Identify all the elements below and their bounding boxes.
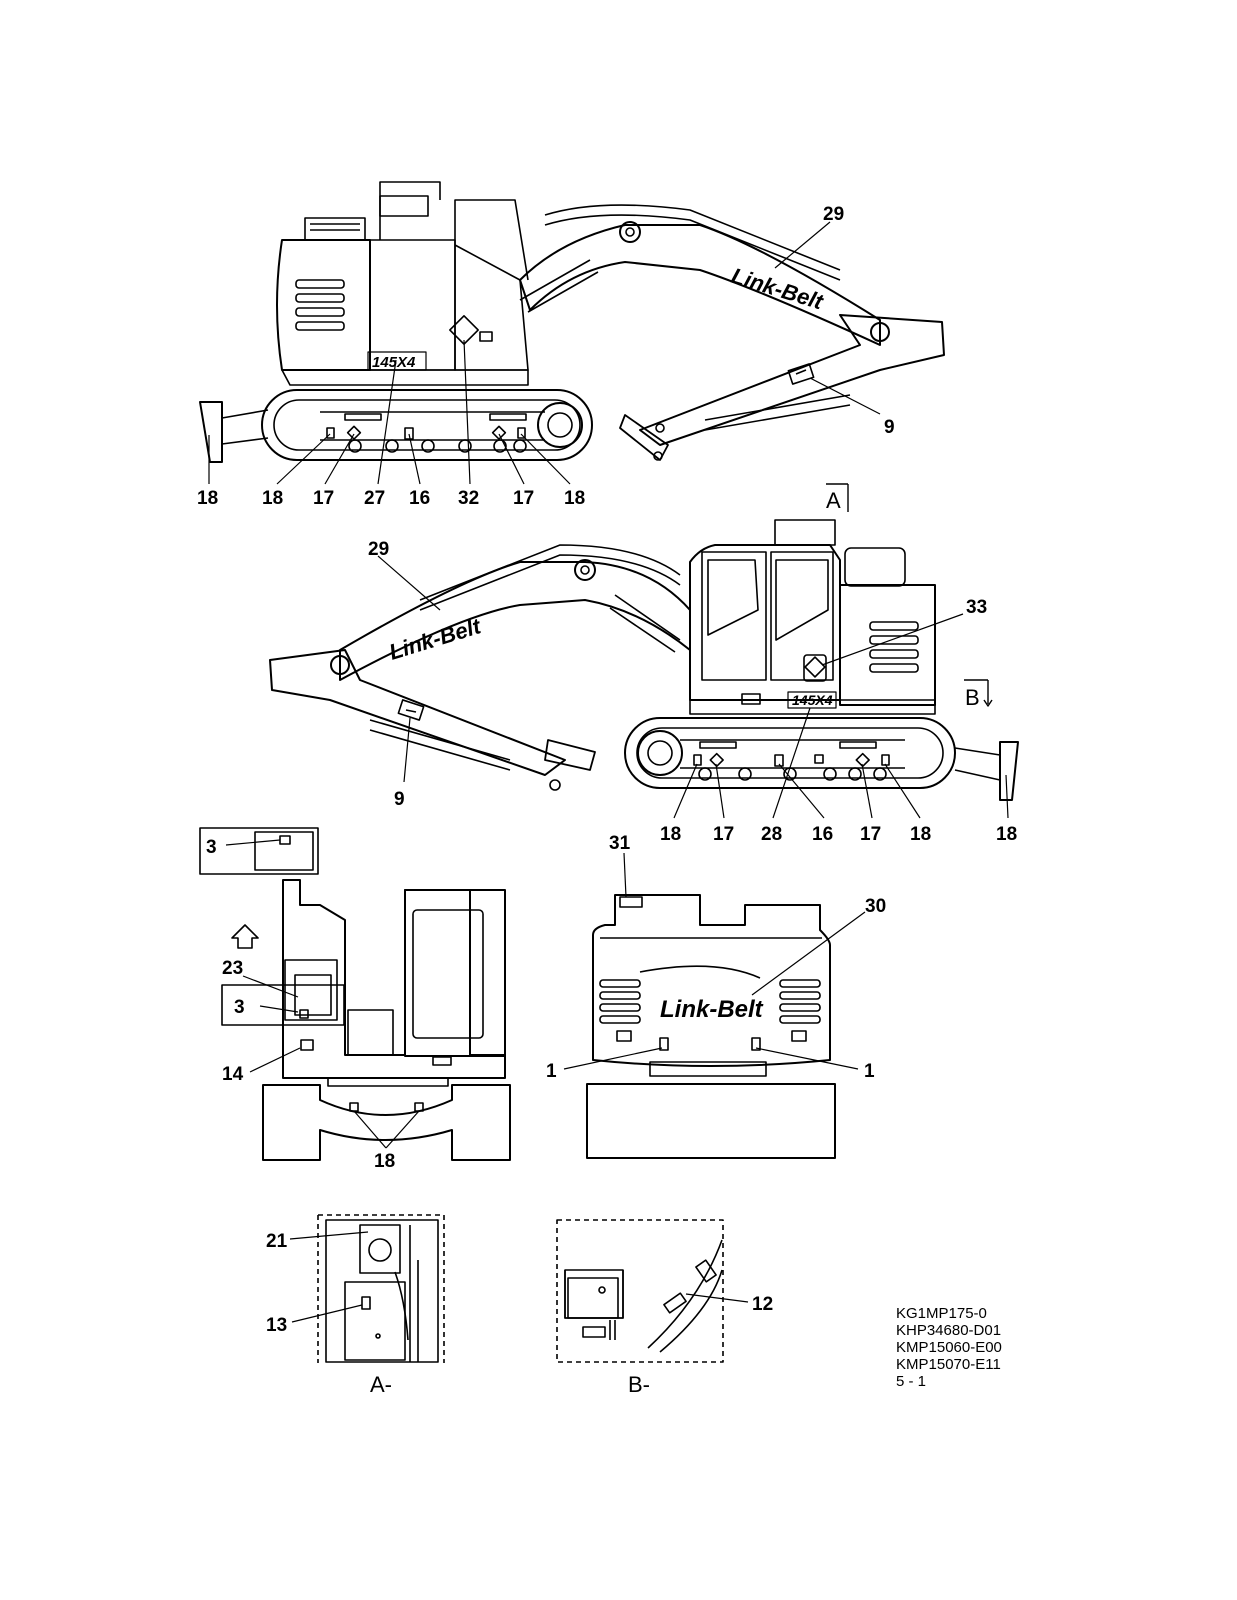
- callout-14: 14: [222, 1064, 244, 1085]
- callout-21: 21: [266, 1231, 288, 1252]
- callout-28: 28: [761, 824, 783, 845]
- callout-29: 29: [823, 204, 845, 225]
- model-badge-2: 145X4: [792, 692, 833, 708]
- callout-18: 18: [660, 824, 682, 845]
- callout-18: 18: [910, 824, 932, 845]
- reference-code: KHP34680-D01: [896, 1322, 1002, 1339]
- arm-left: [269, 649, 566, 776]
- callout-16: 16: [409, 488, 431, 509]
- reference-codes: KG1MP175-0 KHP34680-D01 KMP15060-E00 KMP…: [896, 1305, 1002, 1390]
- callout-17: 17: [513, 488, 535, 509]
- view-a-label: A: [826, 488, 841, 513]
- page-number: 5 - 1: [896, 1373, 927, 1390]
- excavator-front-view: [199, 827, 511, 1161]
- excavator-side-view-left: 145X4 Link-Belt: [199, 181, 945, 463]
- view-b-label: B: [965, 685, 980, 710]
- callout-33: 33: [966, 597, 988, 618]
- boom-left: [339, 561, 691, 681]
- track-right: [624, 717, 956, 789]
- boom-brand-2: Link-Belt: [386, 613, 485, 665]
- callout-9: 9: [394, 789, 405, 810]
- callout-3: 3: [206, 837, 217, 858]
- sprocket: [537, 402, 583, 448]
- reference-code: KMP15060-E00: [896, 1339, 1002, 1356]
- callout-23: 23: [222, 958, 244, 979]
- callout-12: 12: [752, 1294, 774, 1315]
- callout-18: 18: [374, 1151, 396, 1172]
- callout-16: 16: [812, 824, 834, 845]
- callout-18: 18: [564, 488, 586, 509]
- callout-3: 3: [234, 997, 245, 1018]
- callout-1: 1: [864, 1061, 875, 1082]
- callout-18: 18: [197, 488, 219, 509]
- callout-29: 29: [368, 539, 390, 560]
- track-left: [261, 389, 593, 461]
- detail-a-label: A-: [370, 1372, 392, 1397]
- boom-brand-1: Link-Belt: [729, 263, 828, 315]
- arm-right: [639, 314, 945, 446]
- leader-lines-detail-b: [685, 1293, 749, 1303]
- excavator-rear-view: Link-Belt: [586, 894, 836, 1159]
- reference-code: KG1MP175-0: [896, 1305, 987, 1322]
- leader-lines-front: [225, 839, 420, 1149]
- model-badge-1: 145X4: [372, 354, 416, 371]
- leader-lines-rear: [563, 852, 866, 1070]
- view-b-marker: [964, 679, 993, 707]
- callout-9: 9: [884, 417, 895, 438]
- callout-30: 30: [865, 896, 887, 917]
- view-a-marker: [826, 483, 849, 512]
- callout-17: 17: [313, 488, 335, 509]
- callout-18: 18: [996, 824, 1018, 845]
- rear-brand: Link-Belt: [660, 996, 764, 1023]
- excavator-side-view-right: 145X4 Link-Belt: [269, 519, 1019, 801]
- reference-code: KMP15070-E11: [896, 1356, 1001, 1373]
- detail-a: [317, 1214, 445, 1363]
- leader-lines-view1: [208, 221, 881, 485]
- callout-17: 17: [713, 824, 735, 845]
- detail-b: [556, 1219, 724, 1363]
- callout-17: 17: [860, 824, 882, 845]
- detail-b-label: B-: [628, 1372, 650, 1397]
- boom-right: [519, 224, 881, 346]
- callout-27: 27: [364, 488, 386, 509]
- callout-31: 31: [609, 833, 631, 854]
- callout-32: 32: [458, 488, 480, 509]
- callout-18: 18: [262, 488, 284, 509]
- leader-lines-detail-a: [289, 1231, 369, 1323]
- callout-1: 1: [546, 1061, 557, 1082]
- upper-structure: [276, 239, 371, 371]
- leader-lines-view2: [377, 555, 1009, 819]
- callout-13: 13: [266, 1315, 288, 1336]
